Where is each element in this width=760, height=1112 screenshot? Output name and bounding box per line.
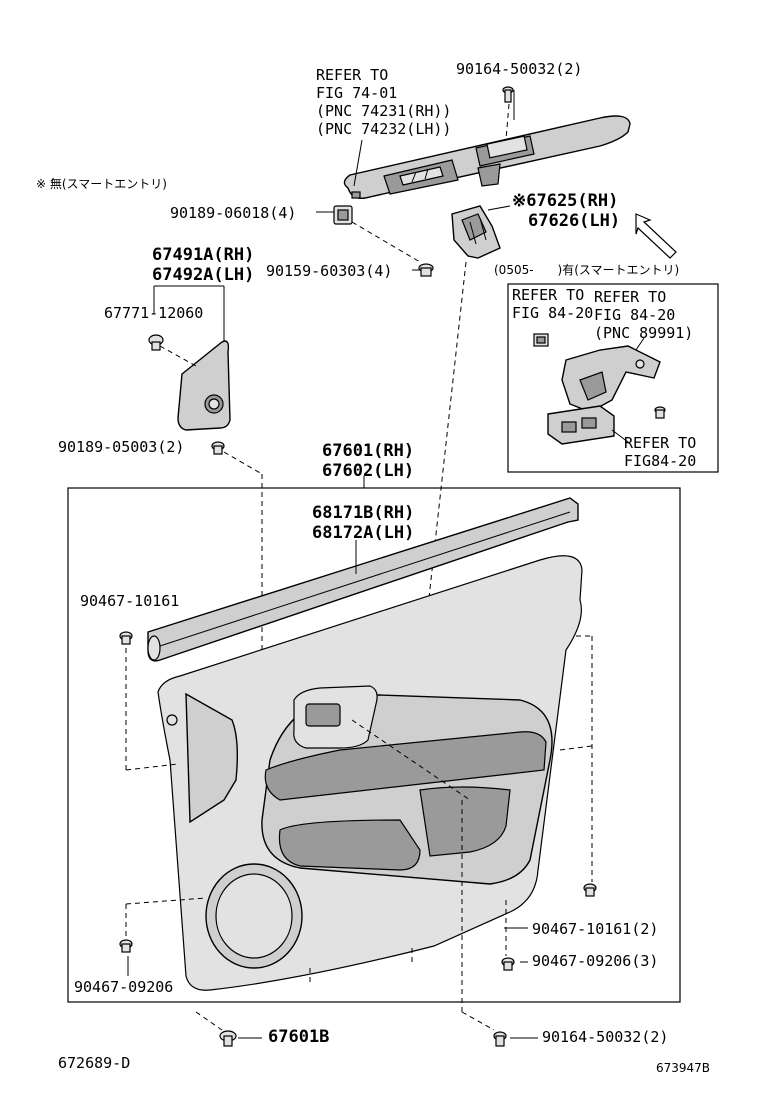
inset-screw-icon xyxy=(654,406,666,419)
label-weatherstrip-rh: 68171B(RH) xyxy=(312,503,414,523)
label-inset-ref-a-1: REFER TO xyxy=(512,286,584,304)
weatherstrip-icon xyxy=(147,497,579,662)
label-plug: 67601B xyxy=(268,1027,329,1047)
screw-mid-icon xyxy=(418,263,434,277)
label-bracket-rh: ※67625(RH) xyxy=(512,191,618,211)
label-bracket-lh: 67626(LH) xyxy=(528,211,620,231)
label-clip-top: 90189-06018(4) xyxy=(170,204,296,222)
label-switch-ref-2: FIG 74-01 xyxy=(316,84,397,102)
label-inset-ref-c-1: REFER TO xyxy=(624,434,696,452)
switch-panel xyxy=(343,115,631,199)
main-box xyxy=(67,487,681,1003)
label-clip-cover: 67771-12060 xyxy=(104,304,203,322)
label-cover-lh: 67492A(LH) xyxy=(152,265,254,285)
leader-switch-panel xyxy=(353,139,363,187)
inset-box xyxy=(507,283,719,473)
label-inset-ref-c-2: FIG84-20 xyxy=(624,452,696,470)
label-inset-ref-b-2: FIG 84-20 xyxy=(594,306,675,324)
label-clip-panel-right: 90467-10161(2) xyxy=(532,920,658,938)
label-trim-rh: 67601(RH) xyxy=(322,441,414,461)
label-inset-ref-b-3: (PNC 89991) xyxy=(594,324,693,342)
label-clip-panel-left: 90467-10161 xyxy=(80,592,179,610)
clip-bottom-right-icon xyxy=(501,957,515,971)
clip-left-icon xyxy=(211,441,225,455)
inset-connector-icon xyxy=(533,333,549,347)
clip-bottom-left-icon xyxy=(119,939,133,953)
label-code-left: 672689-D xyxy=(58,1054,130,1072)
label-screw-mid: 90159-60303(4) xyxy=(266,262,392,280)
clip-panel-left-icon xyxy=(119,631,133,645)
label-switch-ref-4: (PNC 74232(LH)) xyxy=(316,120,451,138)
label-clip-bottom-left: 90467-09206 xyxy=(74,978,173,996)
plug-icon xyxy=(219,1030,237,1047)
label-screw-top: 90164-50032(2) xyxy=(456,60,582,78)
clip-panel-right-icon xyxy=(583,883,597,897)
clip-top-icon xyxy=(333,205,353,225)
label-screw-bottom: 90164-50032(2) xyxy=(542,1028,668,1046)
inset-bracket-icon xyxy=(561,345,661,413)
label-no-smart-entry: ※ 無(スマートエントリ) xyxy=(36,176,167,191)
label-switch-ref-3: (PNC 74231(RH)) xyxy=(316,102,451,120)
label-trim-lh: 67602(LH) xyxy=(322,461,414,481)
label-switch-ref-1: REFER TO xyxy=(316,66,388,84)
label-cover-rh: 67491A(RH) xyxy=(152,245,254,265)
clip-cover-icon xyxy=(148,334,164,351)
cover-icon xyxy=(177,340,231,431)
label-clip-left: 90189-05003(2) xyxy=(58,438,184,456)
label-inset-ref-b-1: REFER TO xyxy=(594,288,666,306)
inset-module-icon xyxy=(547,405,615,445)
label-weatherstrip-lh: 68172A(LH) xyxy=(312,523,414,543)
screw-top-icon xyxy=(502,86,514,103)
label-code-right: 673947B xyxy=(656,1061,710,1075)
label-inset-ref-a-2: FIG 84-20 xyxy=(512,304,593,322)
arrow-icon xyxy=(635,213,677,259)
screw-bottom-icon xyxy=(493,1031,507,1047)
bracket-icon xyxy=(451,205,501,259)
door-trim-icon xyxy=(157,555,583,991)
label-smart-entry: (0505- )有(スマートエントリ) xyxy=(494,263,679,277)
label-clip-bottom-right: 90467-09206(3) xyxy=(532,952,658,970)
